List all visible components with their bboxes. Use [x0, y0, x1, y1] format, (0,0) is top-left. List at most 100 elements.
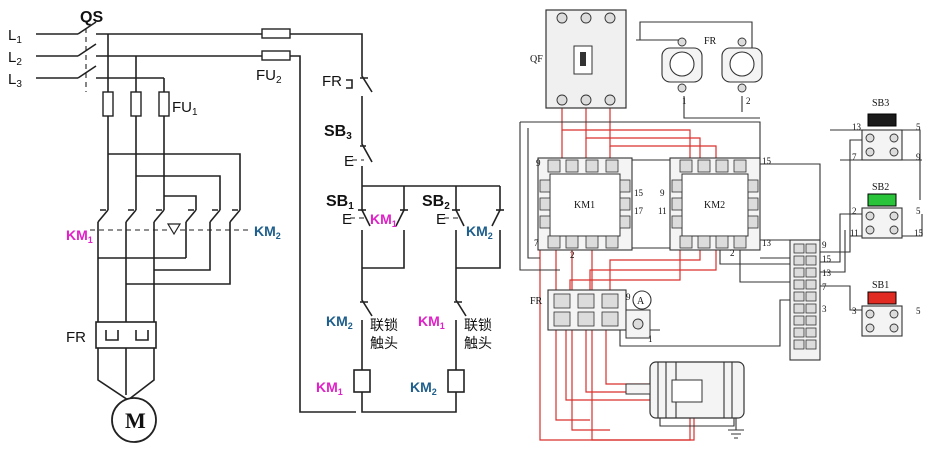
- sb2-wiring-label: SB2: [872, 182, 889, 193]
- sb2-term-11: 11: [850, 228, 859, 238]
- sb2-term-15: 15: [914, 228, 924, 238]
- fr-top-terminal-2: 2: [746, 96, 751, 106]
- tb-term-15: 15: [822, 254, 832, 264]
- term-11: 11: [658, 206, 667, 216]
- ammeter-label: A: [637, 296, 645, 307]
- fr-nc-contact: [346, 70, 373, 130]
- interlock-text-1b: 触头: [370, 336, 398, 352]
- fr-term-9: 9: [626, 292, 631, 302]
- km2-interlock-contact: [360, 268, 373, 370]
- bus-l2: [136, 55, 356, 413]
- interlock-km2-label: KM2: [326, 313, 353, 331]
- term-13a: 13: [762, 238, 772, 248]
- km2-label: KM2: [704, 200, 725, 211]
- qf-label: QF: [530, 54, 543, 65]
- fu1-fuse-2: [130, 91, 142, 117]
- mechanical-interlock-icon: [166, 223, 182, 236]
- km2-contactor: KM2: [669, 157, 761, 251]
- main-km2-label: KM2: [254, 223, 281, 241]
- fr-top-fuse-1: [661, 37, 703, 93]
- svg-text:E: E: [344, 153, 354, 170]
- km1-contactor: KM1: [537, 157, 633, 251]
- fr-thermal-relay: [95, 321, 157, 349]
- sb3-wiring-label: SB3: [872, 98, 889, 109]
- sb1-term-3: 3: [852, 306, 857, 316]
- qs-switch: [77, 21, 164, 92]
- fr-term-1: 1: [648, 334, 653, 344]
- red-wires: [539, 108, 717, 441]
- line-l2-label: L2: [8, 49, 22, 68]
- fr-top-terminal-1: 1: [682, 96, 687, 106]
- line-l3-label: L3: [8, 71, 22, 90]
- km1-interlock-contact: [454, 268, 467, 370]
- fr-top-label: FR: [704, 36, 717, 47]
- tb-term-13: 13: [822, 268, 832, 278]
- fr-main-label: FR: [66, 329, 86, 346]
- fu2-fuse-2: [261, 50, 291, 61]
- sb3-term-9: 9: [916, 152, 921, 162]
- main-km1-label: KM1: [66, 227, 93, 245]
- km1-label: KM1: [574, 200, 595, 211]
- term-2a: 2: [570, 250, 575, 260]
- term-9a: 9: [536, 158, 541, 168]
- tb-term-3: 3: [822, 304, 827, 314]
- sb2-term-2: 2: [852, 206, 857, 216]
- self-km1-label: KM1: [370, 211, 397, 229]
- sb3-term-7: 7: [852, 152, 857, 162]
- tb-term-9: 9: [822, 240, 827, 250]
- sb3-term-5: 5: [916, 122, 921, 132]
- bus-l1: [108, 33, 363, 70]
- main-circuit: L1 L2 L3 QS FU2 FU1: [8, 9, 363, 443]
- term-15b: 15: [762, 156, 772, 166]
- interlock-km1-label: KM1: [418, 313, 445, 331]
- term-17: 17: [634, 206, 644, 216]
- term-15a: 15: [634, 188, 644, 198]
- km1-coil: [353, 369, 371, 393]
- coil-km1-label: KM1: [316, 379, 343, 397]
- coil-km2-label: KM2: [410, 379, 437, 397]
- sb2-start-button: E: [436, 186, 465, 268]
- sb3-stop-button: E: [344, 130, 373, 186]
- line-l1-label: L1: [8, 27, 22, 46]
- fr-top-fuse-2: [721, 37, 763, 93]
- fu2-fuse-1: [261, 28, 291, 39]
- fu1-fuse-3: [158, 91, 170, 117]
- sb1-start-button: E: [342, 186, 371, 268]
- fu2-label: FU2: [256, 67, 282, 86]
- interlock-text-2a: 联锁: [464, 318, 492, 334]
- tb-term-7: 7: [822, 282, 827, 292]
- km2-coil: [447, 369, 465, 393]
- sb3-pushbutton: [861, 113, 903, 161]
- fu1-fuse-1: [102, 91, 114, 117]
- sb1-wiring-label: SB1: [872, 280, 889, 291]
- fr-ctrl-label: FR: [322, 73, 342, 90]
- qs-label: QS: [80, 9, 103, 26]
- wiring-layout: QF FR 1 2 KM1: [519, 9, 924, 441]
- fu1-label: FU1: [172, 99, 198, 118]
- km1-main-contacts: [97, 209, 165, 238]
- term-2b: 2: [730, 248, 735, 258]
- sb3-label: SB3: [324, 123, 352, 142]
- svg-text:E: E: [342, 211, 352, 228]
- control-circuit: FR SB3 E SB1 E KM1 SB2 E: [316, 70, 504, 413]
- km2-main-contacts: [185, 209, 241, 258]
- sb2-term-5: 5: [916, 206, 921, 216]
- km1-self-hold-contact: [362, 186, 408, 269]
- sb2-pushbutton: [861, 193, 903, 239]
- sb3-term-13: 13: [852, 122, 862, 132]
- fr-block-label: FR: [530, 296, 543, 307]
- sb1-term-5: 5: [916, 306, 921, 316]
- interlock-text-2b: 触头: [464, 336, 492, 352]
- motor-symbol: [111, 397, 157, 443]
- sb1-pushbutton: [861, 291, 903, 337]
- ammeter: [632, 290, 652, 310]
- self-km2-label: KM2: [466, 223, 493, 241]
- term-9b: 9: [660, 188, 665, 198]
- motor-label: M: [125, 408, 146, 433]
- motor-physical: [625, 361, 745, 427]
- svg-text:E: E: [436, 211, 446, 228]
- ground-icon: [728, 418, 744, 439]
- interlock-text-1a: 联锁: [370, 318, 398, 334]
- km2-self-hold-contact: [456, 186, 504, 269]
